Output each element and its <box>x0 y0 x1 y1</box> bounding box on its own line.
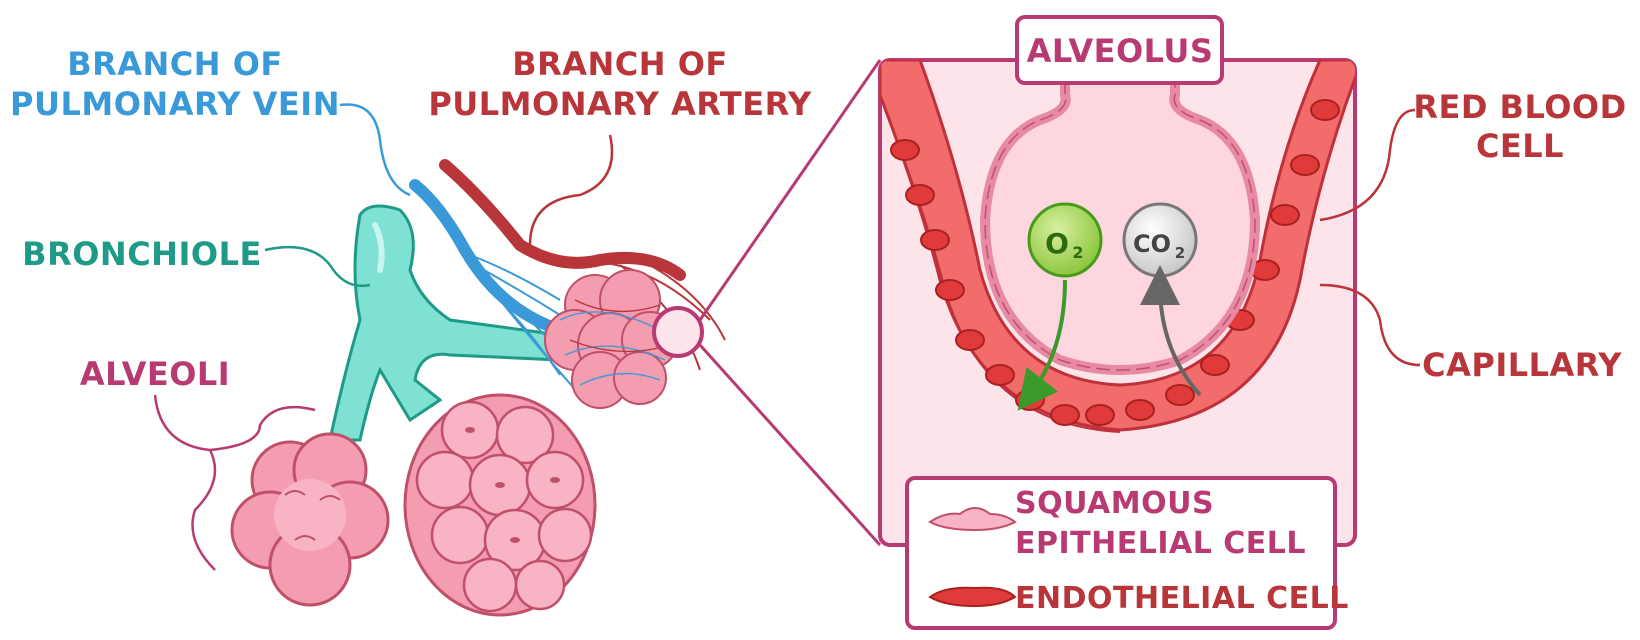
label-rbc-line2: CELL <box>1476 127 1564 165</box>
co2-label: CO <box>1133 230 1171 258</box>
label-artery-line1: BRANCH OF <box>512 45 728 83</box>
label-rbc-line1: RED BLOOD <box>1413 88 1626 126</box>
endothelial-cell-swatch <box>928 586 1017 608</box>
artery-leader-line <box>528 134 614 246</box>
alveoli-leader-line <box>153 394 316 571</box>
vein-leader-line <box>339 103 411 197</box>
label-bronchiole: BRONCHIOLE <box>22 235 262 273</box>
legend-squamous-line2: EPITHELIAL CELL <box>1015 526 1306 561</box>
squamous-cell-swatch <box>928 507 1017 532</box>
label-vein-line2: PULMONARY VEIN <box>10 85 340 123</box>
bronchiole-leader-line <box>264 245 371 288</box>
alveolar-cluster-upper <box>544 269 679 409</box>
label-artery-line2: PULMONARY ARTERY <box>428 85 812 123</box>
o2-subscript: 2 <box>1072 243 1083 262</box>
alveolus-title: ALVEOLUS <box>1027 32 1214 70</box>
label-vein-line1: BRANCH OF <box>67 45 283 83</box>
alveolus-title-box <box>1015 15 1224 85</box>
co2-arrow <box>1140 265 1202 397</box>
alveoli-cluster-left <box>230 432 390 607</box>
magnify-circle <box>652 306 704 358</box>
legend-squamous-line1: SQUAMOUS <box>1015 486 1214 521</box>
o2-label: O <box>1045 227 1069 260</box>
legend-endothelial: ENDOTHELIAL CELL <box>1015 581 1349 616</box>
rbc-leader-line <box>1319 108 1416 222</box>
capillary-leader-line <box>1319 283 1421 367</box>
label-capillary: CAPILLARY <box>1422 346 1622 384</box>
zoom-line-top <box>698 59 882 321</box>
lung-illustration <box>153 103 726 617</box>
label-alveoli: ALVEOLI <box>80 355 230 393</box>
carbon-dioxide-molecule: CO 2 <box>1122 202 1198 278</box>
oxygen-arrow <box>1017 279 1067 411</box>
legend: SQUAMOUS EPITHELIAL CELL ENDOTHELIAL CEL… <box>905 476 1349 630</box>
zoom-line-bottom <box>698 343 882 547</box>
co2-subscript: 2 <box>1175 244 1185 262</box>
alveoli-cluster-right <box>403 393 597 617</box>
bronchiole-tube <box>328 204 562 442</box>
oxygen-molecule: O 2 <box>1027 202 1103 278</box>
alveolus-panel: O 2 CO 2 ALVEOLUS SQUAMOUS EPITHELIAL CE… <box>878 15 1357 630</box>
pulmonary-vein-branch <box>409 179 581 396</box>
